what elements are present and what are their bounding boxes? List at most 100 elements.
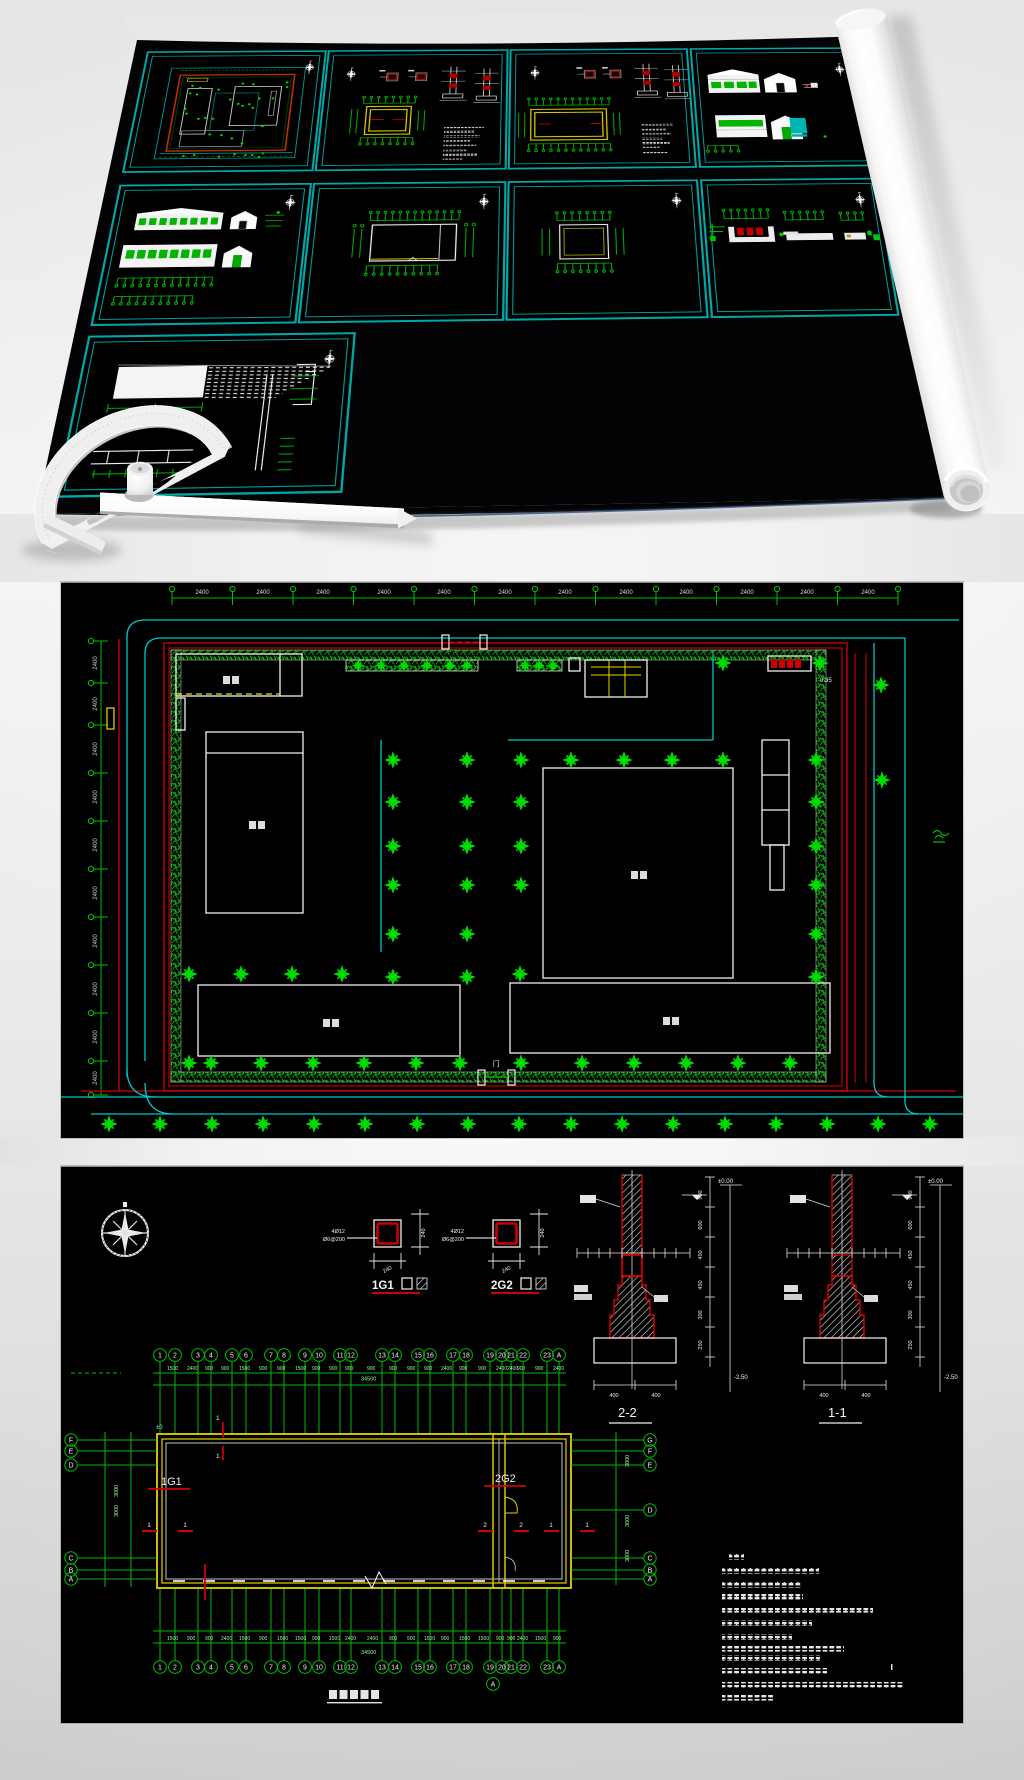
svg-text:400: 400 (819, 1393, 828, 1399)
svg-text:A: A (648, 1577, 653, 1584)
svg-text:900: 900 (698, 1190, 704, 1199)
svg-text:20: 20 (498, 1353, 506, 1360)
svg-text:2400: 2400 (367, 1636, 378, 1642)
svg-text:2400: 2400 (517, 1636, 528, 1642)
svg-text:2400: 2400 (93, 790, 99, 804)
svg-text:2: 2 (173, 1665, 177, 1672)
svg-text:900: 900 (908, 1190, 914, 1199)
svg-text:16: 16 (426, 1353, 434, 1360)
svg-text:2: 2 (173, 1353, 177, 1360)
svg-text:900: 900 (507, 1636, 516, 1642)
svg-text:4: 4 (209, 1353, 213, 1360)
svg-text:12: 12 (347, 1665, 355, 1672)
svg-text:900: 900 (277, 1366, 286, 1372)
svg-text:2: 2 (483, 1522, 487, 1529)
svg-text:1500: 1500 (478, 1636, 489, 1642)
svg-text:1: 1 (585, 1522, 589, 1529)
svg-text:1500: 1500 (239, 1366, 250, 1372)
svg-text:B: B (648, 1568, 653, 1575)
svg-text:2400: 2400 (93, 886, 99, 900)
svg-text:2400: 2400 (93, 934, 99, 948)
svg-text:900: 900 (407, 1636, 416, 1642)
svg-text:22: 22 (519, 1665, 527, 1672)
svg-text:2: 2 (519, 1522, 523, 1529)
svg-text:A: A (557, 1665, 562, 1672)
svg-text:2G2: 2G2 (495, 1473, 516, 1485)
svg-text:240: 240 (501, 1265, 512, 1274)
svg-text:1500: 1500 (295, 1636, 306, 1642)
svg-text:门: 门 (493, 1059, 500, 1068)
svg-text:±0.00: ±0.00 (928, 1179, 944, 1185)
svg-text:Ø6@200: Ø6@200 (323, 1237, 345, 1243)
svg-text:900: 900 (459, 1366, 468, 1372)
svg-text:2400: 2400 (345, 1636, 356, 1642)
svg-text:2400: 2400 (558, 590, 572, 596)
svg-text:450: 450 (908, 1250, 914, 1259)
svg-text:2400: 2400 (93, 1071, 99, 1085)
svg-text:3000: 3000 (625, 1515, 631, 1527)
svg-text:900: 900 (478, 1366, 487, 1372)
svg-text:6: 6 (244, 1665, 248, 1672)
svg-text:1500: 1500 (167, 1366, 178, 1372)
svg-text:2400: 2400 (740, 590, 754, 596)
svg-text:3: 3 (196, 1353, 200, 1360)
svg-text:1: 1 (183, 1522, 187, 1529)
svg-text:4: 4 (209, 1665, 213, 1672)
svg-text:900: 900 (345, 1366, 354, 1372)
svg-text:23: 23 (543, 1665, 551, 1672)
svg-text:20: 20 (498, 1665, 506, 1672)
svg-text:2G2: 2G2 (491, 1280, 513, 1292)
svg-text:400: 400 (609, 1393, 618, 1399)
svg-text:240: 240 (421, 1228, 427, 1237)
svg-text:2400: 2400 (195, 590, 209, 596)
svg-text:19: 19 (486, 1353, 494, 1360)
svg-text:17: 17 (449, 1353, 457, 1360)
svg-text:A: A (491, 1682, 496, 1689)
svg-text:22: 22 (519, 1353, 527, 1360)
svg-text:2400: 2400 (93, 742, 99, 756)
svg-text:900: 900 (205, 1366, 214, 1372)
svg-text:600: 600 (908, 1220, 914, 1229)
svg-text:1500: 1500 (239, 1636, 250, 1642)
svg-text:2400: 2400 (256, 590, 270, 596)
svg-text:1: 1 (158, 1353, 162, 1360)
svg-text:900: 900 (441, 1636, 450, 1642)
svg-text:2400: 2400 (93, 1030, 99, 1044)
svg-text:900: 900 (389, 1636, 398, 1642)
svg-text:D: D (68, 1463, 73, 1470)
svg-text:2400: 2400 (221, 1636, 232, 1642)
svg-text:2400: 2400 (93, 982, 99, 996)
svg-text:11: 11 (336, 1665, 343, 1672)
svg-text:900: 900 (187, 1636, 196, 1642)
svg-text:E: E (69, 1449, 74, 1456)
svg-text:19: 19 (486, 1665, 494, 1672)
svg-text:34500: 34500 (361, 1650, 376, 1656)
svg-text:5: 5 (230, 1665, 234, 1672)
svg-text:3000: 3000 (114, 1505, 120, 1517)
svg-text:9: 9 (303, 1665, 307, 1672)
svg-text:900: 900 (259, 1636, 268, 1642)
svg-text:E: E (648, 1463, 653, 1470)
svg-text:18: 18 (462, 1665, 470, 1672)
svg-text:1500: 1500 (329, 1636, 340, 1642)
svg-text:11: 11 (336, 1353, 343, 1360)
svg-text:±0.00: ±0.00 (718, 1179, 734, 1185)
svg-text:1: 1 (158, 1665, 162, 1672)
svg-text:1500: 1500 (295, 1366, 306, 1372)
svg-text:A: A (69, 1577, 74, 1584)
svg-text:2400: 2400 (800, 590, 814, 596)
svg-text:2400: 2400 (187, 1366, 198, 1372)
svg-text:2400: 2400 (861, 590, 875, 596)
svg-text:5: 5 (230, 1353, 234, 1360)
svg-text:13: 13 (378, 1353, 386, 1360)
svg-text:3000: 3000 (625, 1455, 631, 1467)
svg-text:F: F (69, 1438, 73, 1445)
svg-text:-2.50: -2.50 (734, 1375, 748, 1381)
svg-text:900: 900 (312, 1636, 321, 1642)
svg-text:7: 7 (269, 1665, 273, 1672)
svg-text:4Ø12: 4Ø12 (451, 1229, 464, 1235)
svg-text:300: 300 (908, 1310, 914, 1319)
svg-text:17: 17 (449, 1665, 457, 1672)
svg-text:2-2: 2-2 (618, 1405, 637, 1420)
svg-text:2400: 2400 (316, 590, 330, 596)
